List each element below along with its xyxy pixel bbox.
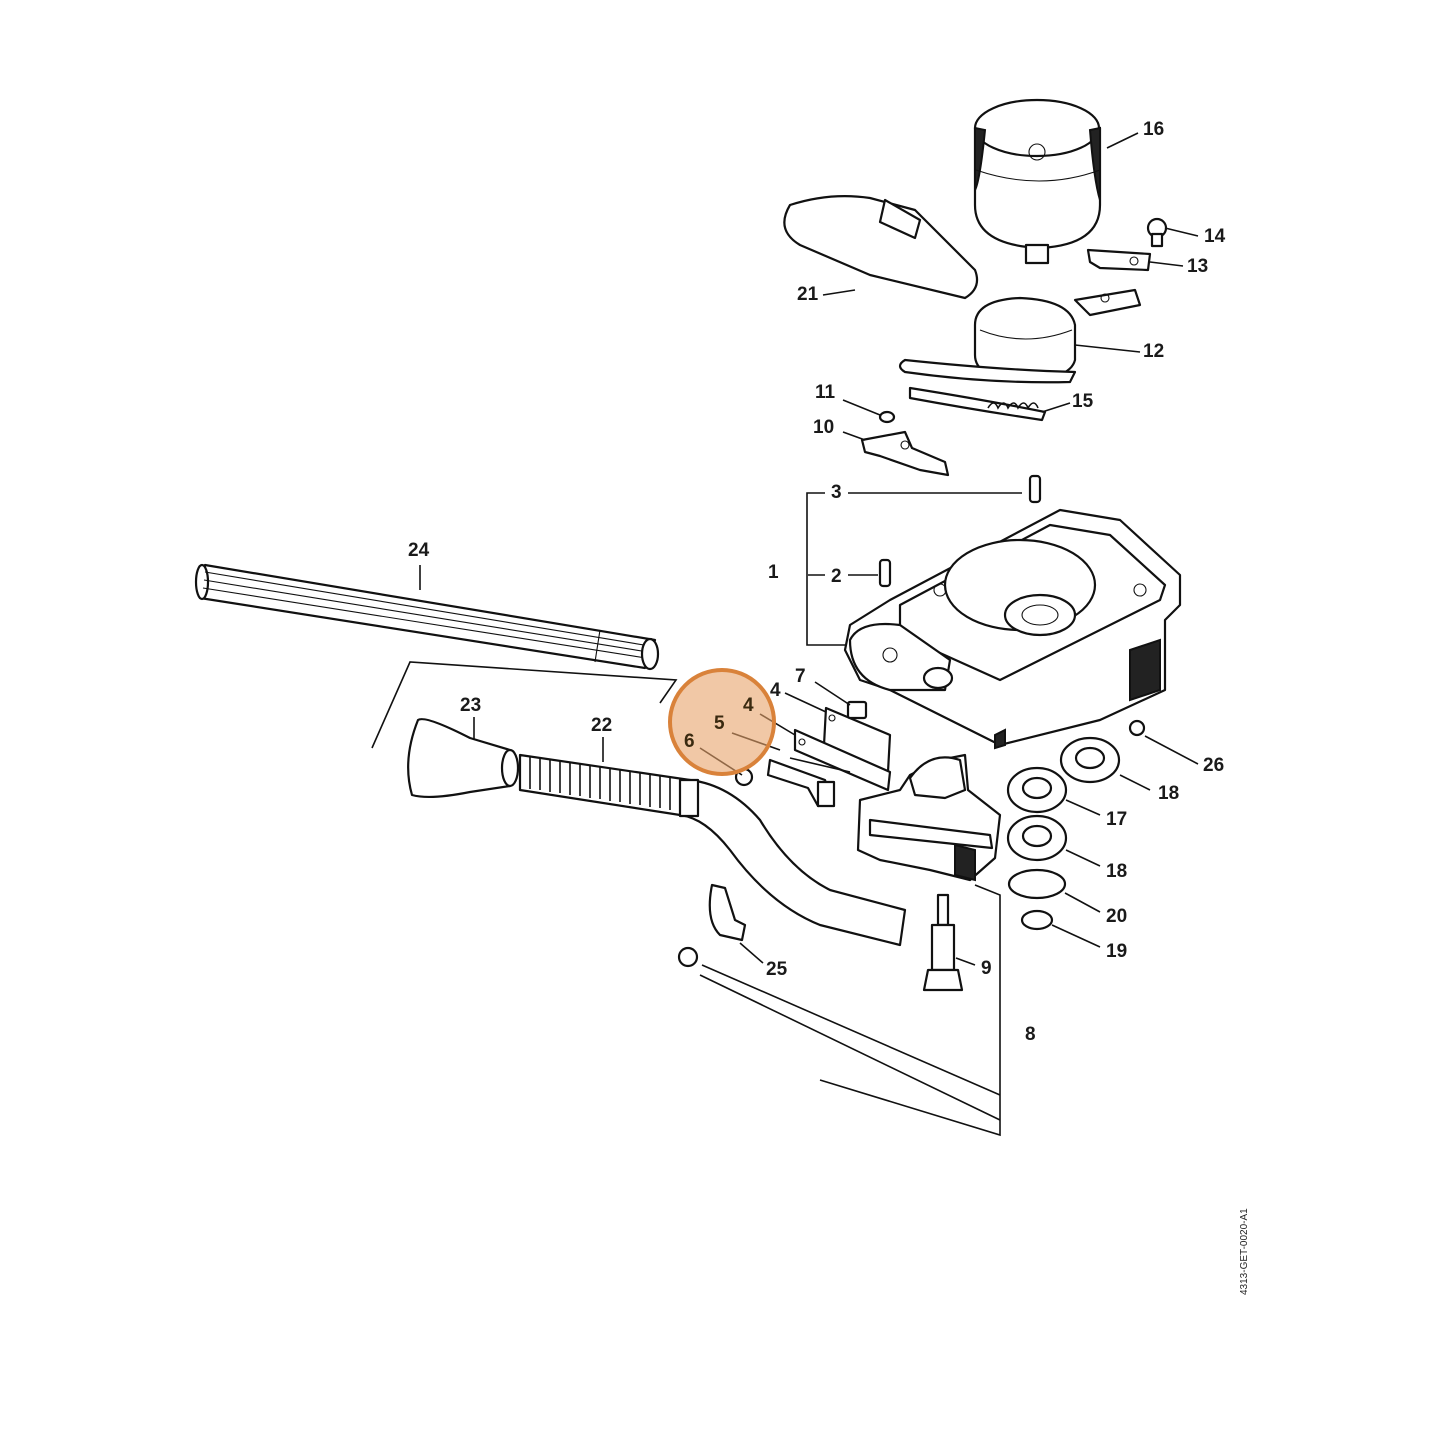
part-fan-housing (856, 753, 1002, 882)
callout-5: 5 (714, 713, 725, 734)
callout-9: 9 (981, 958, 992, 979)
drawing-code: 4313-GET-0020-A1 (1239, 1208, 1250, 1295)
callout-18b: 18 (1106, 861, 1127, 882)
callout-21: 21 (797, 284, 819, 305)
part-bracket-13 (1086, 248, 1152, 272)
part-gear-housing (843, 508, 1182, 750)
bracket-line-25a (701, 964, 1001, 1096)
highlight-circle (668, 668, 776, 776)
part-bearing-18a (1059, 736, 1121, 784)
callout-3: 3 (831, 482, 842, 503)
part-pin-2 (878, 558, 892, 588)
part-pin-3 (1028, 474, 1042, 504)
part-brake-band (973, 288, 1142, 382)
callout-23: 23 (460, 695, 481, 716)
part-nozzle (407, 718, 520, 799)
callout-11: 11 (815, 382, 836, 403)
callout-24: 24 (408, 540, 430, 561)
callout-25: 25 (766, 959, 788, 980)
callout-13: 13 (1187, 256, 1208, 277)
part-bearing-17 (1006, 766, 1068, 814)
bracket-line-1 (806, 492, 845, 646)
callout-17: 17 (1106, 809, 1127, 830)
part-lever-spring (898, 358, 1077, 422)
part-lever-10 (860, 430, 950, 477)
part-plate-5 (793, 728, 892, 792)
part-hose (518, 753, 907, 947)
callout-14: 14 (1204, 226, 1226, 247)
part-clutch-drum (973, 98, 1102, 265)
part-circlip-19 (1020, 909, 1054, 931)
bracket-line-8 (819, 884, 1001, 1137)
part-cover (783, 195, 979, 300)
callout-2: 2 (831, 566, 842, 587)
callout-22: 22 (591, 715, 612, 736)
callout-12: 12 (1143, 341, 1164, 362)
callout-26: 26 (1203, 755, 1224, 776)
part-clamp-25 (677, 883, 747, 968)
callout-16: 16 (1143, 119, 1164, 140)
part-nut-7 (846, 700, 868, 720)
part-nut-26 (1128, 719, 1146, 737)
callout-4a: 4 (770, 680, 781, 701)
callout-4b: 4 (743, 695, 754, 716)
part-shaft-9 (922, 893, 964, 992)
callout-7: 7 (795, 666, 806, 687)
bracket-line-25b (699, 974, 1001, 1121)
callout-1: 1 (768, 562, 779, 583)
callout-15: 15 (1072, 391, 1094, 412)
callout-6: 6 (684, 731, 695, 752)
part-tube (194, 563, 660, 671)
callout-8: 8 (1025, 1024, 1036, 1045)
part-circlip-11 (878, 410, 896, 424)
callout-10: 10 (813, 417, 834, 438)
callout-labels: 16 14 13 21 12 11 15 10 3 24 1 2 7 4 4 2… (408, 119, 1226, 1045)
tube-bracket-line (371, 661, 678, 749)
part-circlip-20 (1007, 868, 1067, 900)
callout-18a: 18 (1158, 783, 1179, 804)
part-screw-14 (1146, 217, 1168, 248)
callout-19: 19 (1106, 941, 1127, 962)
part-bearing-18b (1006, 814, 1068, 862)
callout-20: 20 (1106, 906, 1127, 927)
